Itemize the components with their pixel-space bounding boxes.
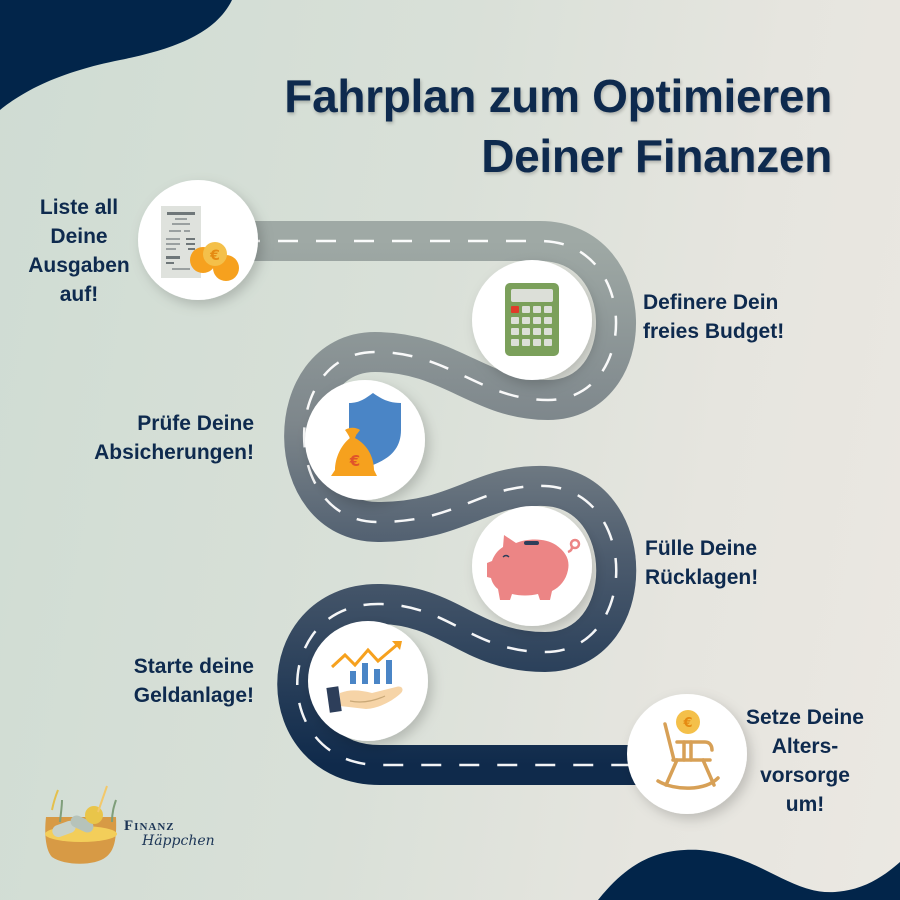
rocking-chair-coin-icon: € [656,710,720,790]
step-3-line-2: Absicherungen! [94,441,254,464]
top-left-blob [0,0,232,110]
step-2-line-1: Definere Dein [643,291,779,314]
piggy-bank-icon [487,535,581,600]
shield-moneybag-icon: € [331,393,401,476]
step-5-line-2: Geldanlage! [133,684,254,707]
step-1-line-3: Ausgaben [28,254,130,277]
step-6-circle [627,694,747,814]
step-6-label: Setze Deine Alters- vorsorge um! [740,703,870,819]
step-4-line-2: Rücklagen! [645,566,759,589]
step-1-line-1: Liste all [39,196,119,219]
step-2-label: Definere Dein freies Budget! [643,288,784,346]
step-1-line-2: Deine [50,225,108,248]
step-6-line-4: um! [785,793,825,816]
road [240,221,665,785]
step-6-line-2: Alters- [771,735,839,758]
logo-line-2: Häppchen [142,833,215,849]
step-5-line-1: Starte deine [133,655,254,678]
title-line-2: Deiner Finanzen [481,130,832,182]
step-5-label: Starte deine Geldanlage! [134,652,254,710]
hand-growth-chart-icon [326,641,403,713]
step-1-label: Liste all Deine Ausgaben auf! [15,193,143,309]
brand-logo: Finanz Häppchen [124,818,215,849]
step-6-line-3: vorsorge [760,764,850,787]
step-3-label: Prüfe Deine Absicherungen! [94,409,254,467]
step-1-line-4: auf! [59,283,99,306]
title-line-1: Fahrplan zum Optimieren [284,70,832,122]
page-title: Fahrplan zum Optimieren Deiner Finanzen [284,66,832,186]
step-2-line-2: freies Budget! [643,320,785,343]
svg-text:€: € [209,248,220,264]
step-3-line-1: Prüfe Deine [137,412,254,435]
receipt-coins-icon: € [161,206,239,281]
calculator-icon [505,283,559,356]
svg-text:€: € [349,452,360,470]
step-6-line-1: Setze Deine [746,706,864,729]
svg-text:€: € [682,716,692,731]
bottom-right-blob [598,849,900,900]
step-4-line-1: Fülle Deine [645,537,758,560]
logo-line-1: Finanz [124,818,175,834]
step-4-label: Fülle Deine Rücklagen! [645,534,758,592]
logo-illustration [45,785,117,864]
